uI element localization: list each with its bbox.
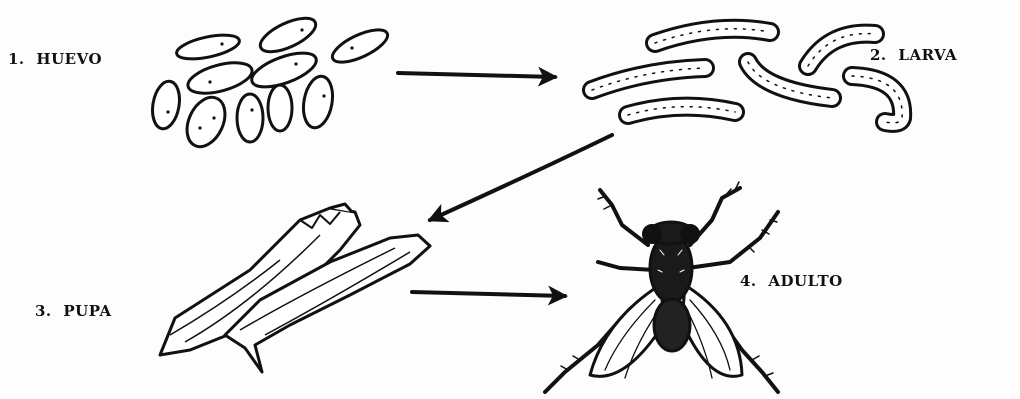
stage-1-label: 1. HUEVO [8,50,102,68]
pupa-illustration [160,204,430,372]
larvae-illustration [592,29,902,123]
stage-2-label: 2. LARVA [870,46,957,64]
arrows [398,73,612,296]
stage-adult: 4. ADULTO [545,182,843,392]
eggs-illustration [149,11,392,152]
stage-egg: 1. HUEVO [8,11,392,152]
stage-3-label: 3. PUPA [35,302,112,320]
arrow-pupa-to-adult [412,292,565,296]
arrow-larva-to-pupa [430,135,612,220]
arrow-egg-to-larva [398,73,555,77]
stage-4-label: 4. ADULTO [740,272,843,290]
stage-larva: 2. LARVA [592,29,957,123]
stage-pupa: 3. PUPA [35,204,430,372]
